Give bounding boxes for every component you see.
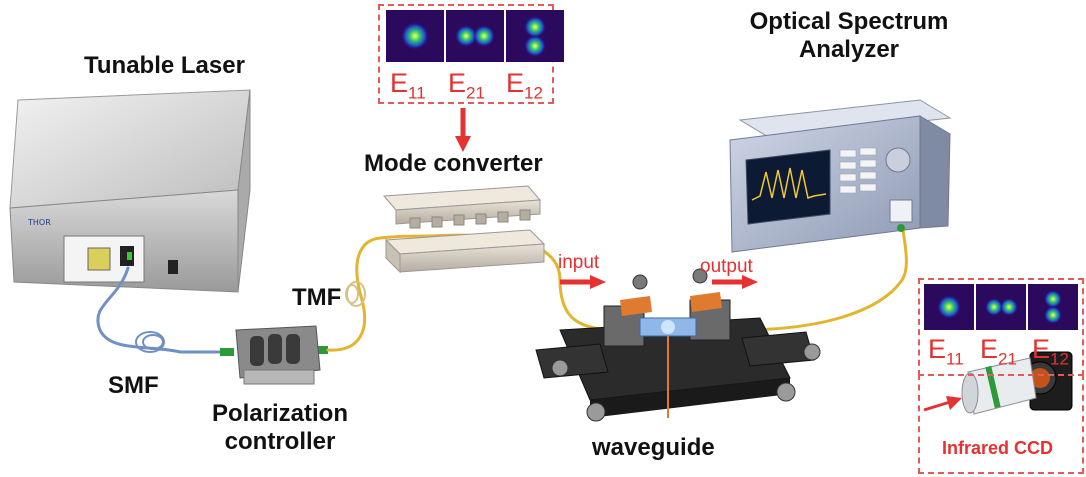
label-waveguide: waveguide [592, 434, 715, 461]
label-infrared-ccd: Infrared CCD [942, 438, 1054, 458]
svg-text:THOR: THOR [27, 218, 51, 227]
label-tunable-laser: Tunable Laser [84, 52, 245, 79]
label-optical-spectrum-analyzer: Optical Spectrum Analyzer [744, 8, 954, 63]
label-mode-converter: Mode converter [364, 150, 543, 177]
label-input: input [558, 252, 600, 273]
label-osa-line2: Analyzer [798, 35, 900, 63]
label-osa-line1: Optical Spectrum [749, 8, 949, 35]
tunable-laser-icon: THOR [9, 89, 251, 293]
polarization-controller-icon [235, 325, 321, 385]
waveguide-stage-icon [535, 268, 821, 422]
label-smf: SMF [108, 372, 159, 399]
top-mode-images [386, 10, 564, 62]
mode-e21-image [446, 10, 504, 62]
label-tmf: TMF [292, 284, 342, 311]
mode-converter-icon [382, 185, 546, 274]
right-mode-images [924, 284, 1078, 330]
input-arrow [560, 275, 606, 289]
mode-to-converter-arrow [455, 108, 471, 152]
ccd-pointer-arrow [923, 396, 962, 412]
ccd-box [918, 374, 1084, 474]
top-mode-label-e11: E11 [390, 68, 426, 103]
mode-e11-image [924, 284, 974, 330]
right-mode-label-e11: E11 [928, 334, 964, 369]
label-pc-line1: Polarization [211, 400, 349, 427]
right-mode-label-e12: E12 [1032, 334, 1069, 369]
fiber-paths [96, 228, 908, 356]
mode-e12-image [506, 10, 564, 62]
objective-lens-icon [961, 357, 1037, 415]
label-polarization-controller: Polarization controller [190, 400, 370, 455]
label-pc-line2: controller [224, 427, 336, 455]
output-arrow [712, 275, 758, 289]
optical-spectrum-analyzer-icon [729, 99, 952, 253]
right-mode-label-e21: E21 [980, 334, 1017, 369]
mode-e11-image [386, 10, 444, 62]
label-output: output [700, 256, 753, 277]
mode-e21-image [976, 284, 1026, 330]
top-mode-label-e21: E21 [448, 68, 485, 103]
top-mode-label-e12: E12 [506, 68, 543, 103]
mode-e12-image [1028, 284, 1078, 330]
